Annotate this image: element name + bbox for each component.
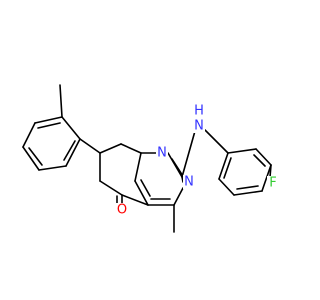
bond-c8a-c8b — [120, 143, 142, 154]
bond-tol-1 — [61, 116, 81, 140]
nh-n-bg — [193, 119, 205, 133]
bond-tol-me — [59, 84, 63, 118]
n-ring-bottom-bg — [183, 175, 195, 189]
bond-fp-6 — [218, 152, 229, 180]
atom-labels: N N N H O F — [116, 104, 279, 218]
oxygen-bg — [116, 203, 129, 217]
n-ring-top-label: N — [157, 146, 167, 161]
bond-c5-c4a — [121, 194, 149, 206]
bond-fp-db2 — [236, 185, 259, 190]
bond-fp-db3 — [223, 157, 232, 179]
bond-fp-1 — [227, 148, 257, 154]
bonds — [22, 84, 272, 233]
bond-tol-2 — [34, 116, 63, 124]
bond-fp-2 — [255, 148, 272, 166]
nh-n-label: N — [194, 119, 204, 134]
bond-c4a-c8a — [134, 180, 149, 206]
bond-c2-n1-db — [171, 158, 184, 177]
n-ring-bottom-label: N — [184, 175, 194, 190]
fluorine-label: F — [269, 176, 276, 191]
oxygen-label: O — [117, 203, 127, 218]
nh-h-bg — [193, 104, 205, 118]
bond-c8a-c8 — [134, 152, 142, 182]
bond-c7-ar — [79, 138, 101, 154]
n-ring-top-bg — [156, 146, 168, 160]
bond-fp-4 — [233, 190, 263, 196]
nh-h-label: H — [194, 104, 204, 119]
bond-c8-c7 — [99, 143, 122, 154]
bond-tol-3 — [22, 122, 36, 148]
bond-fp-5 — [218, 178, 235, 196]
bond-tol-6 — [65, 138, 81, 167]
molecule-diagram: N N N H O F — [22, 84, 279, 233]
bond-c-f — [269, 164, 272, 178]
bond-fp-3 — [261, 164, 272, 192]
bond-n3-c4 — [173, 187, 184, 206]
fluorine-bg — [267, 176, 279, 190]
bond-tol-db1 — [37, 122, 61, 129]
bond-tol-4 — [22, 146, 40, 171]
bond-tol-db3 — [63, 140, 76, 161]
bond-nh-ph — [204, 129, 229, 154]
bond-c2-n3 — [181, 176, 184, 183]
bond-c2-nh — [181, 130, 196, 178]
bond-c8a-c4a-db — [140, 179, 151, 197]
bond-c6-c5 — [99, 180, 123, 196]
bond-fp-db1 — [253, 154, 266, 167]
bond-tol-db2 — [28, 147, 43, 166]
bond-tol-5 — [38, 165, 67, 171]
